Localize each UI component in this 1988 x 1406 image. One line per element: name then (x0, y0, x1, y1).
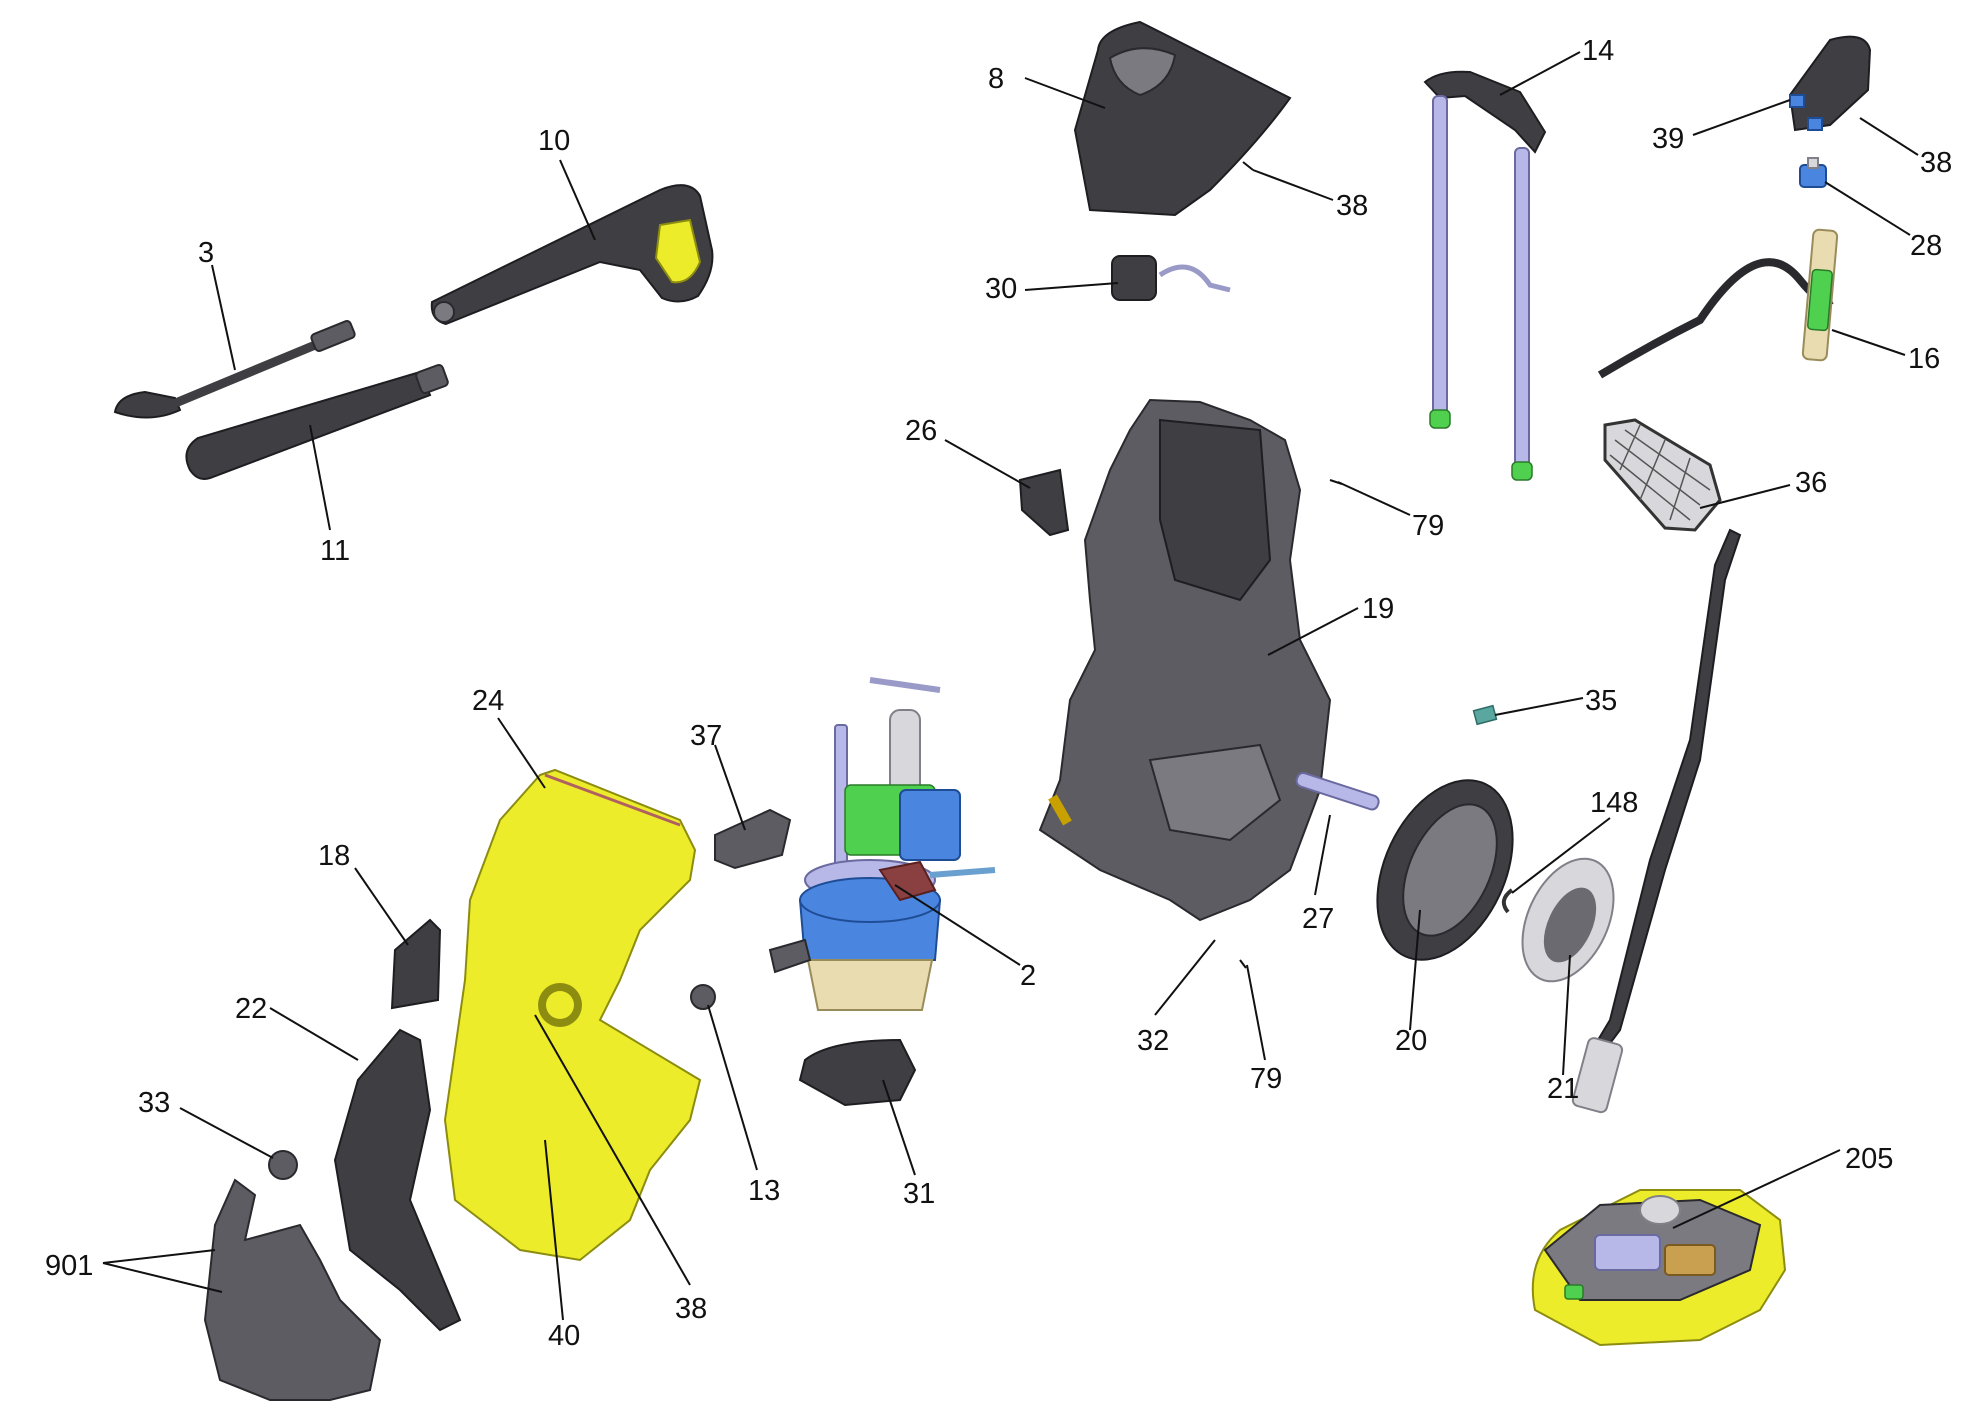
callout-901: 901 (45, 1250, 93, 1282)
part-901-front-cover (203, 1178, 382, 1401)
part-148-ring (1501, 888, 1514, 914)
part-38-screw-top (1242, 161, 1254, 171)
callout-10: 10 (538, 125, 570, 157)
callout-3: 3 (198, 237, 214, 269)
callout-21: 21 (1547, 1073, 1579, 1105)
callout-27: 27 (1302, 903, 1334, 935)
part-31-pump-base (798, 1038, 917, 1107)
callout-18: 18 (318, 840, 350, 872)
callout-13: 13 (748, 1175, 780, 1207)
callout-35: 35 (1585, 685, 1617, 717)
part-3-spray-lance (113, 319, 356, 419)
callout-148: 148 (1590, 787, 1638, 819)
callout-11: 11 (320, 535, 350, 567)
callout-8: 8 (988, 63, 1004, 95)
callout-24: 24 (472, 685, 504, 717)
callout-26: 26 (905, 415, 937, 447)
part-22-side-panel (333, 1028, 462, 1332)
part-39-hose-hook (1788, 35, 1872, 132)
callout-38-bottom: 38 (675, 1293, 707, 1325)
part-21-hubcap (1521, 857, 1615, 983)
callout-31: 31 (903, 1178, 935, 1210)
part-24-yellow-housing (443, 768, 702, 1262)
part-35-label (1472, 704, 1498, 726)
callout-36: 36 (1795, 467, 1827, 499)
leader-lines (102, 51, 1919, 1321)
callout-33: 33 (138, 1087, 170, 1119)
callout-205: 205 (1845, 1143, 1893, 1175)
callout-labels: 3 10 11 8 38 30 14 39 38 28 16 36 26 79 … (45, 35, 1952, 1352)
part-14-telescopic-handle (1423, 70, 1547, 481)
callout-79-bottom: 79 (1250, 1063, 1282, 1095)
callout-40: 40 (548, 1320, 580, 1352)
part-11-extension-tube (185, 364, 449, 480)
callout-20: 20 (1395, 1025, 1427, 1057)
callout-16: 16 (1908, 343, 1940, 375)
callout-32: 32 (1137, 1025, 1169, 1057)
part-13-knob (690, 984, 716, 1010)
part-36-filter-mesh (1603, 418, 1722, 532)
part-2-motor-pump (768, 677, 996, 1011)
callout-28: 28 (1910, 230, 1942, 262)
part-28-clip (1799, 157, 1827, 188)
part-18-cover (390, 918, 442, 1010)
callout-30: 30 (985, 273, 1017, 305)
part-10-trigger-gun (430, 184, 714, 326)
callout-22: 22 (235, 993, 267, 1025)
part-8-top-cover (1073, 20, 1292, 217)
part-79-screw-bottom (1239, 959, 1247, 969)
part-37-bracket (714, 808, 792, 870)
part-33-cap (268, 1150, 298, 1180)
callout-38-right: 38 (1920, 147, 1952, 179)
callout-2: 2 (1020, 960, 1036, 992)
callout-37: 37 (690, 720, 722, 752)
part-30-connector (1111, 255, 1231, 301)
callout-79-top: 79 (1412, 510, 1444, 542)
callout-19: 19 (1362, 593, 1394, 625)
part-205-surface-cleaner (1531, 528, 1787, 1347)
callout-39: 39 (1652, 123, 1684, 155)
callout-38-top: 38 (1336, 190, 1368, 222)
callout-14: 14 (1582, 35, 1614, 67)
part-16-hose (1597, 228, 1839, 379)
part-26-bracket (1018, 468, 1070, 537)
part-19-main-frame (1038, 398, 1380, 922)
part-20-wheel (1376, 779, 1514, 961)
